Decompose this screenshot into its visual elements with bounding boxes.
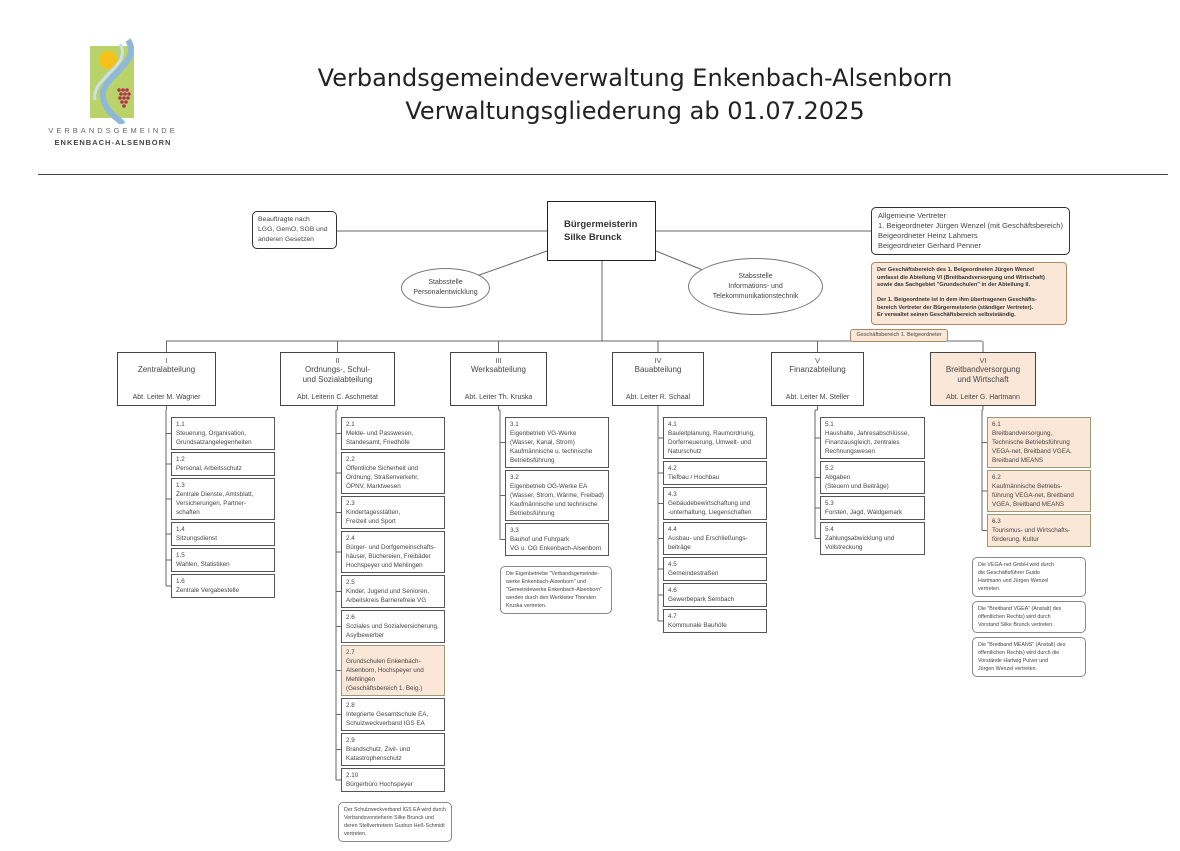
department-note: Die "Breitband VGEA" (Anstalt) des öffen… [972,601,1086,633]
department-numeral: V [814,356,820,365]
unit-box: 4.5 Gemeindestraßen [663,557,767,581]
unit-box: 2.10 Bürgerbüro Hochspeyer [341,768,445,792]
stabsstelle-personal: Stabsstelle Personalentwicklung [401,268,490,308]
unit-box: 4.7 Kommunale Bauhöfe [663,609,767,633]
unit-box: 3.1 Eigenbetrieb VG-Werke (Wasser, Kanal… [505,417,609,468]
unit-box: 2.9 Brandschutz, Zivil- und Katastrophen… [341,733,445,766]
department-name: Bauabteilung [634,365,682,374]
unit-box: 3.2 Eigenbetrieb OG-Werke EA (Wasser, St… [505,470,609,521]
department-numeral: III [495,356,502,365]
logo-text-line1: VERBANDSGEMEINDE [48,126,178,135]
department-name: Finanzabteilung [789,365,846,374]
unit-box: 4.1 Bauleitplanung, Raumordnung, Dorfern… [663,417,767,459]
unit-box: 4.3 Gebäudebewirtschaftung und -unterhal… [663,487,767,520]
department-items: 4.1 Bauleitplanung, Raumordnung, Dorfern… [663,417,767,633]
department-head: Abt. Leiter R. Schaal [625,394,691,401]
department-head: Abt. Leiterin C. Aschmetat [297,394,378,401]
title-line-1: Verbandsgemeindeverwaltung Enkenbach-Als… [317,64,953,92]
department-note: Der Schulzweckverband IGS EA wird durch … [338,802,452,842]
department-name: Ordnungs-, Schul- und Sozialabteilung [302,365,373,384]
beauftragte-box: Beauftragte nach LGG, GemO, SGB und ande… [252,211,337,249]
department-head: Abt. Leiter M. Steller [785,394,850,401]
department-numeral: II [335,356,340,365]
unit-box: 5.2 Abgaben (Steuern und Beiträge) [820,461,925,494]
logo-text-line2: ENKENBACH-ALSENBORN [54,138,172,147]
department-head: Abt. Leiter M. Wagner [132,394,201,401]
department-numeral: IV [654,356,662,365]
department-items: 2.1 Melde- und Passwesen, Standesamt, Fr… [341,417,445,792]
unit-box: 1.2 Personal, Arbeitsschutz [171,452,275,476]
department-head: Abt. Leiter G. Hartmann [946,394,1020,401]
unit-box: 6.3 Tourismus- und Wirtschafts- förderun… [987,514,1091,547]
vertreter-box: Allgemeine Vertreter 1. Beigeordneter Jü… [871,207,1070,255]
unit-box: 1.4 Sitzungsdienst [171,522,275,546]
geschaeftsbereich-note: Der Geschäftsbereich des 1. Beigeordnete… [871,262,1067,325]
unit-box: 3.3 Bauhof und Fuhrpark VG u. OG Enkenba… [505,523,609,556]
unit-box: 2.4 Bürger- und Dorfgemeinschafts- häuse… [341,531,445,573]
department-items: 5.1 Haushalte, Jahresabschlüsse, Finanza… [820,417,925,555]
department-head: Abt. Leiter Th. Kruska [464,394,533,401]
unit-box: 2.7 Grundschulen Enkenbach- Alsenborn, H… [341,645,445,696]
unit-box: 4.6 Gewerbepark Sembach [663,583,767,607]
unit-box: 6.2 Kaufmännische Betriebs- führung VEGA… [987,470,1091,512]
geschaeftsbereich-badge: Geschäftsbereich 1. Beigeordneter [850,329,948,342]
connector-personal [467,250,548,280]
unit-box: 5.3 Forsten, Jagd, Waldgemark [820,496,925,520]
department-note: Die VEGA-net GmbH wird durch die Geschäf… [972,557,1086,597]
department-note: Die Eigenbetriebe "Verbandsgemeinde- wer… [500,566,612,614]
unit-box: 5.1 Haushalte, Jahresabschlüsse, Finanza… [820,417,925,459]
unit-box: 2.1 Melde- und Passwesen, Standesamt, Fr… [341,417,445,450]
department-name: Breitbandversorgung und Wirtschaft [945,365,1021,384]
unit-box: 4.2 Tiefbau / Hochbau [663,461,767,485]
logo-emblem [90,38,134,127]
department-name: Zentralabteilung [137,365,196,374]
department-name: Werksabteilung [471,365,526,374]
unit-box: 1.1 Steuerung, Organisation, Grundsatzan… [171,417,275,450]
unit-box: 1.3 Zentrale Dienste, Amtsblatt, Versich… [171,478,275,520]
department-numeral: I [165,356,168,365]
mayor-box: Bürgermeisterin Silke Brunck [547,201,656,261]
unit-box: 6.1 Breitbandversorgung, Technische Betr… [987,417,1091,468]
title-line-2: Verwaltungsgliederung ab 01.07.2025 [405,97,865,125]
department-items: 1.1 Steuerung, Organisation, Grundsatzan… [171,417,275,598]
unit-box: 1.5 Wahlen, Statistiken [171,548,275,572]
department-items: 3.1 Eigenbetrieb VG-Werke (Wasser, Kanal… [505,417,609,556]
logo: VERBANDSGEMEINDE ENKENBACH-ALSENBORN [48,38,178,150]
unit-box: 2.3 Kindertagesstätten, Freizeit und Spo… [341,496,445,529]
unit-box: 2.5 Kinder, Jugend und Senioren, Arbeits… [341,575,445,608]
unit-box: 2.8 Integrierte Gesamtschule EA, Schulzw… [341,698,445,731]
stabsstelle-it: Stabsstelle Informations- und Telekommun… [688,258,823,315]
department-numeral: VI [979,356,987,365]
unit-box: 4.4 Ausbau- und Erschließungs- beiträge [663,522,767,555]
page-title: Verbandsgemeindeverwaltung Enkenbach-Als… [300,62,970,128]
unit-box: 1.6 Zentrale Vergabestelle [171,574,275,598]
department-items: 6.1 Breitbandversorgung, Technische Betr… [987,417,1091,547]
department-note: Die "Breitband MEANS" (Anstalt) des öffe… [972,637,1086,677]
header-divider [38,174,1168,175]
unit-box: 2.6 Soziales und Sozialversicherung, Asy… [341,610,445,643]
unit-box: 2.2 Öffentliche Sicherheit und Ordnung, … [341,452,445,494]
unit-box: 5.4 Zahlungsabwicklung und Vollstreckung [820,522,925,555]
